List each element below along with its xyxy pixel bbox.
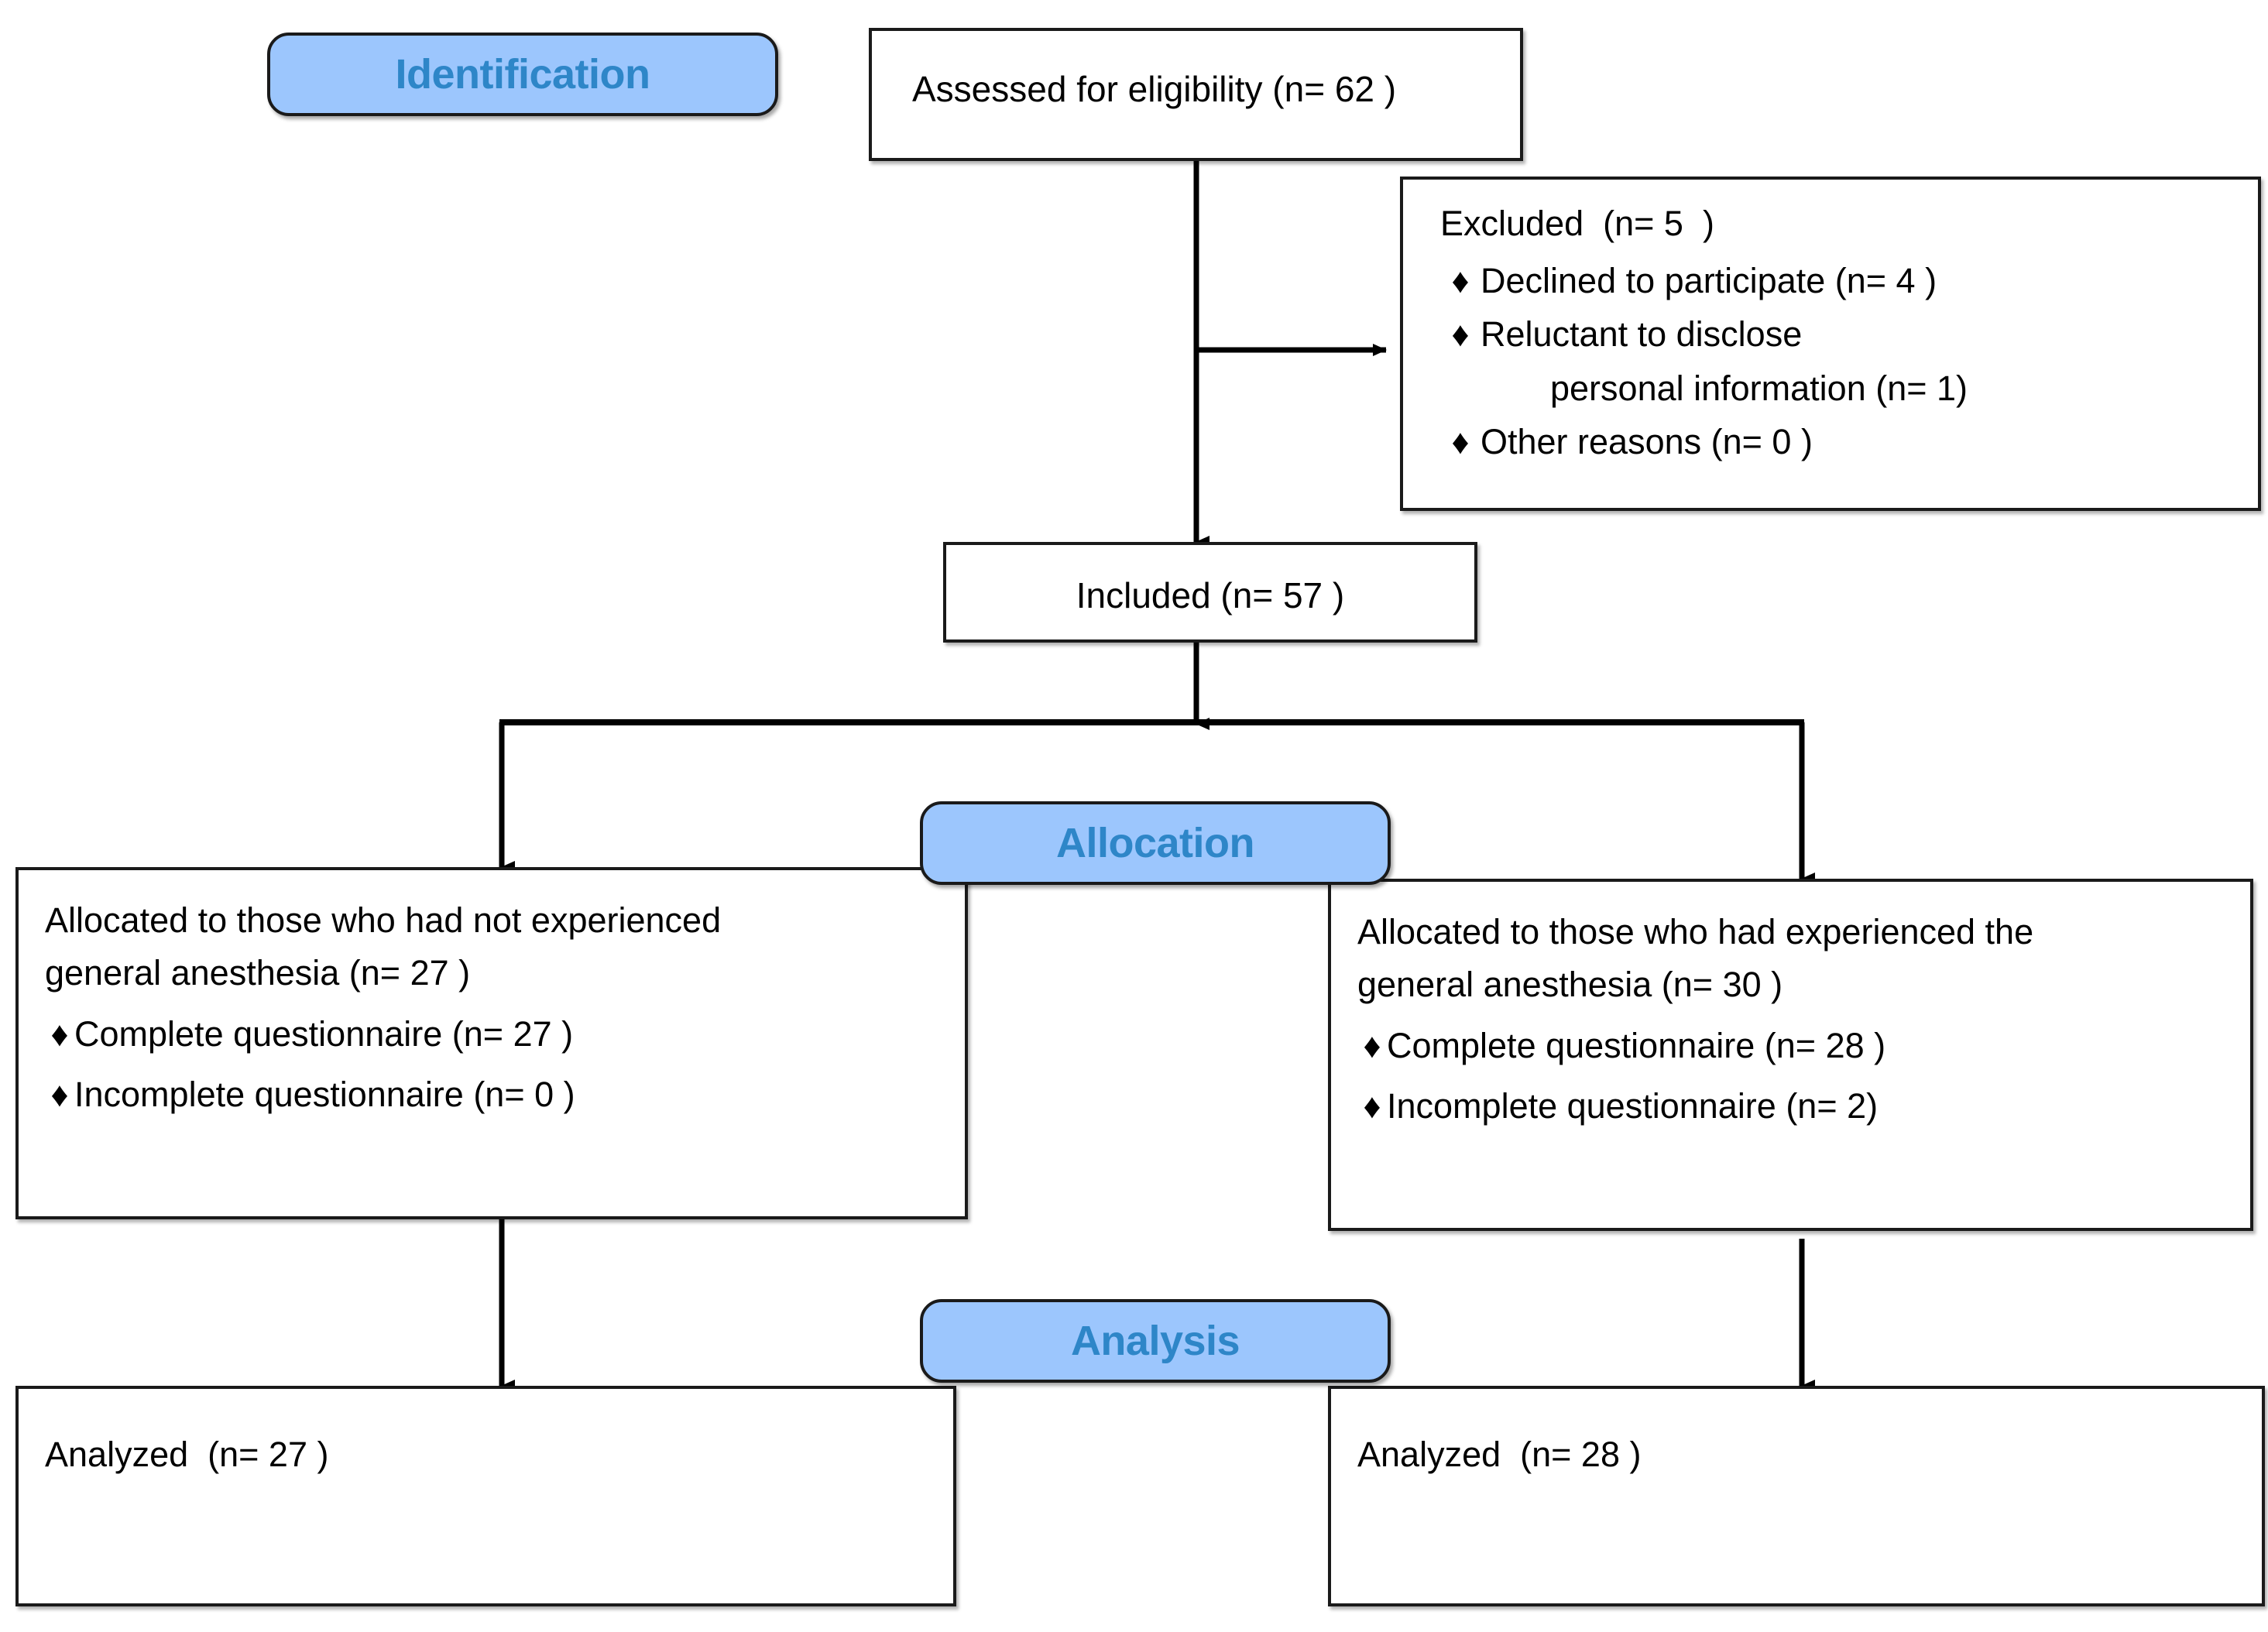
stage-badge-allocation-label: Allocation xyxy=(1055,820,1255,866)
box-included: Included (n= 57 ) xyxy=(943,542,1477,643)
analyzed-left-label: Analyzed (n= 27 ) xyxy=(45,1435,329,1474)
diamond-bullet-icon: ♦ xyxy=(1363,1026,1381,1066)
stage-badge-allocation: Allocation xyxy=(920,801,1391,885)
diamond-bullet-icon: ♦ xyxy=(1451,422,1470,462)
stage-badge-analysis: Analysis xyxy=(920,1299,1391,1383)
allocated-right-line-1: Allocated to those who had experienced t… xyxy=(1357,912,2034,951)
allocated-left-line-1: Allocated to those who had not experienc… xyxy=(45,900,722,940)
allocated-left-item-2: ♦ Incomplete questionnaire (n= 0 ) xyxy=(45,1072,965,1117)
diamond-bullet-icon: ♦ xyxy=(50,1014,69,1054)
allocated-right-item-1: ♦ Complete questionnaire (n= 28 ) xyxy=(1357,1023,2250,1068)
allocated-right-item-2: ♦ Incomplete questionnaire (n= 2) xyxy=(1357,1084,2250,1129)
stage-badge-identification-label: Identification xyxy=(395,51,651,98)
diamond-bullet-icon: ♦ xyxy=(50,1074,69,1114)
excluded-item-3: ♦ Other reasons (n= 0 ) xyxy=(1440,420,2258,465)
diamond-bullet-icon: ♦ xyxy=(1451,314,1470,355)
diamond-bullet-icon: ♦ xyxy=(1451,260,1470,300)
box-allocated-not-experienced: Allocated to those who had not experienc… xyxy=(15,867,968,1219)
included-label: Included (n= 57 ) xyxy=(1076,575,1345,615)
excluded-item-2-continuation: personal information (n= 1) xyxy=(1550,368,1968,408)
stage-badge-analysis-label: Analysis xyxy=(1070,1318,1240,1364)
allocated-left-item-1: ♦ Complete questionnaire (n= 27 ) xyxy=(45,1012,965,1057)
stage-badge-identification: Identification xyxy=(267,33,778,116)
box-allocated-experienced: Allocated to those who had experienced t… xyxy=(1328,879,2253,1231)
analyzed-right-label: Analyzed (n= 28 ) xyxy=(1357,1435,1642,1474)
box-analyzed-experienced: Analyzed (n= 28 ) xyxy=(1328,1386,2265,1606)
connector-included-to-allocation xyxy=(499,643,1815,885)
excluded-item-1: ♦ Declined to participate (n= 4 ) xyxy=(1440,259,2258,303)
excluded-heading: Excluded (n= 5 ) xyxy=(1440,204,1714,243)
box-analyzed-not-experienced: Analyzed (n= 27 ) xyxy=(15,1386,956,1606)
excluded-item-2: ♦ Reluctant to disclose xyxy=(1440,312,2258,357)
diamond-bullet-icon: ♦ xyxy=(1363,1085,1381,1126)
assessed-label: Assessed for eligibility (n= 62 ) xyxy=(912,69,1397,109)
box-excluded: Excluded (n= 5 ) ♦ Declined to participa… xyxy=(1400,177,2261,511)
box-assessed-for-eligibility: Assessed for eligibility (n= 62 ) xyxy=(869,28,1523,161)
allocated-left-line-2: general anesthesia (n= 27 ) xyxy=(45,952,471,993)
allocated-right-line-2: general anesthesia (n= 30 ) xyxy=(1357,964,1783,1004)
